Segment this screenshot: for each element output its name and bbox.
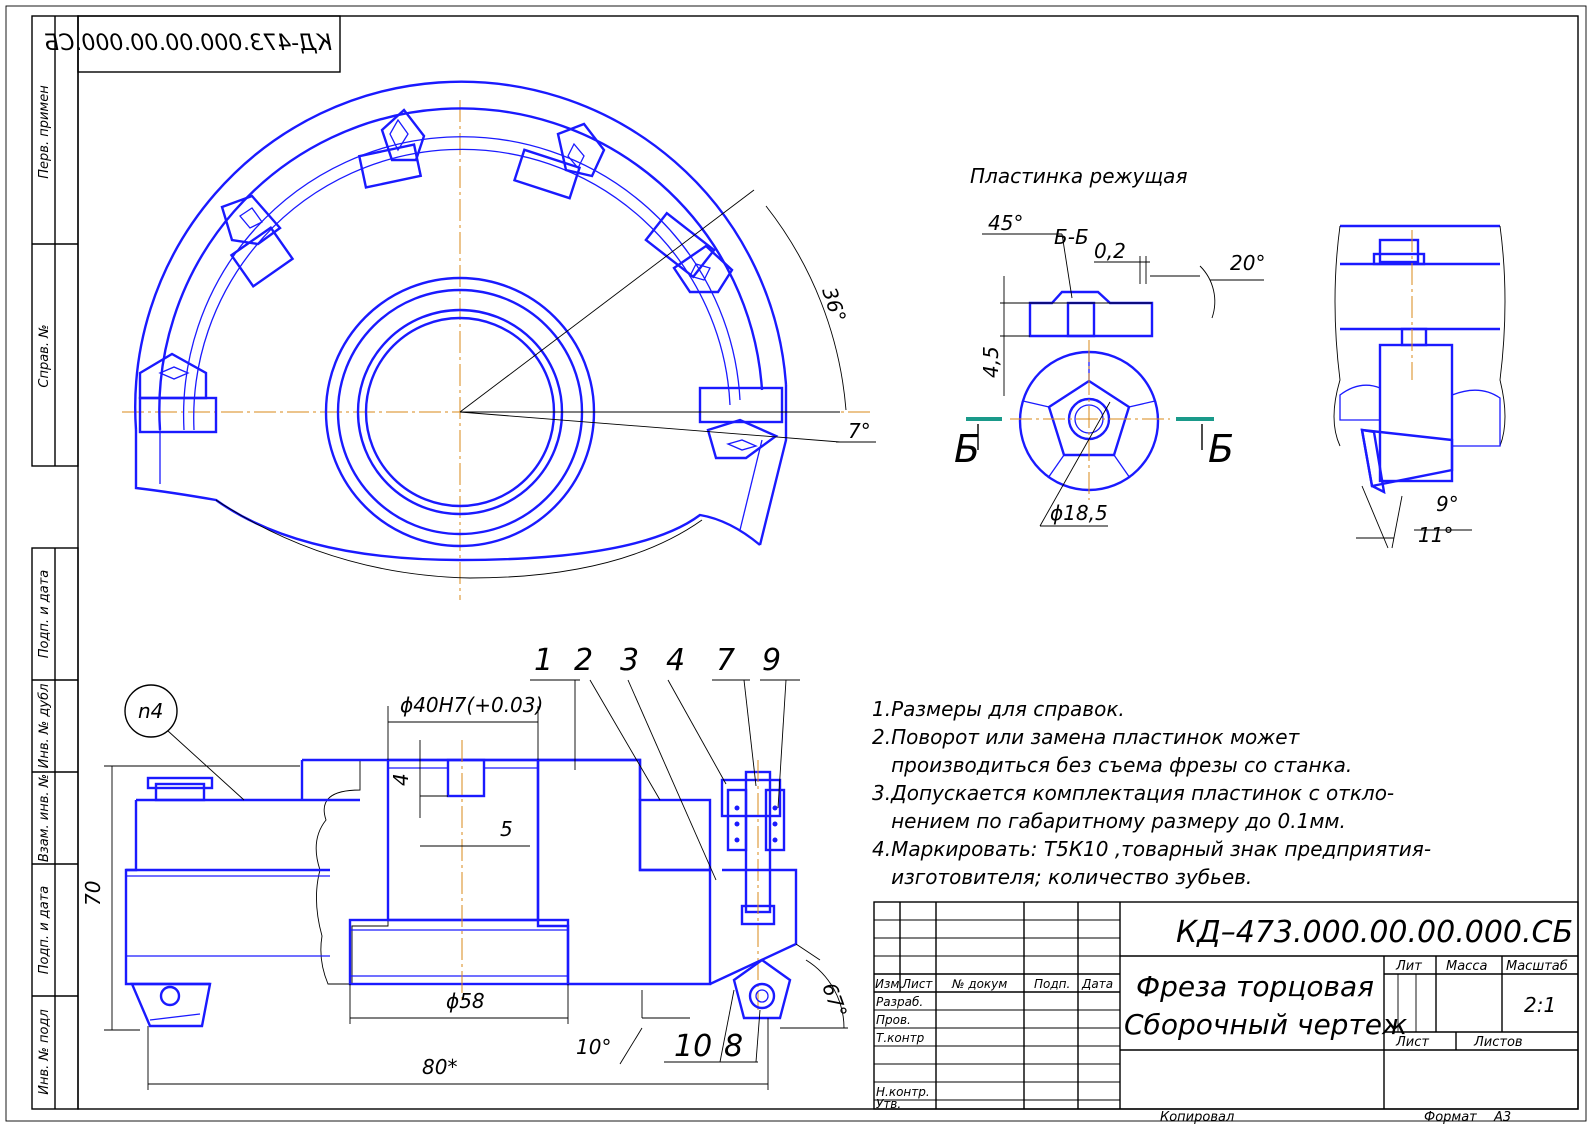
massa-label: Масса [1446, 959, 1487, 974]
callout-n4: n4 [138, 699, 163, 723]
note-3b: нением по габаритному размеру до 0.1мм. [872, 809, 1346, 833]
dim-45: 4,5 [979, 346, 1003, 378]
position-3: 3 [620, 643, 639, 678]
position-2: 2 [574, 643, 593, 678]
dim-angle-45: 45° [988, 211, 1023, 235]
insert-title: Пластинка режущая [970, 164, 1187, 188]
designation-mirrored-box: КД-473.000.00.00.000.СБ [44, 15, 341, 73]
list-label: Лист [1395, 1035, 1429, 1050]
note-4b: изготовителя; количество зубьев. [872, 865, 1252, 889]
lit-label: Лит [1395, 959, 1422, 974]
row-tkontr: Т.контр [876, 1031, 925, 1045]
row-razrab: Разраб. [876, 995, 923, 1009]
section-label: Б-Б [1054, 225, 1089, 249]
section-mark-left: Б [954, 427, 980, 471]
dim-angle-11: 11° [1418, 523, 1453, 547]
dim-angle-67: 67° [817, 980, 852, 1022]
position-10: 10 [674, 1029, 712, 1064]
plan-view: 36° 7° [122, 80, 876, 600]
dim-5: 5 [500, 817, 513, 841]
row-nkontr: Н.контр. [876, 1085, 930, 1099]
dim-angle-9: 9° [1436, 492, 1459, 516]
stamp-inv-podl: Инв. № подл [37, 1009, 52, 1095]
stamp-sprav-no: Справ. № [37, 324, 52, 387]
note-2: 2.Поворот или замена пластинок может [872, 725, 1301, 749]
row-utv: Утв. [876, 1097, 901, 1111]
col-podp: Подп. [1034, 977, 1070, 991]
detail-view: 9° 11° [1333, 224, 1506, 549]
col-doc: № докум [951, 977, 1007, 991]
stamp-vzam-inv: Взам. инв. № [37, 774, 52, 862]
front-view: 1 2 3 4 7 9 10 8 n4 70 ϕ40H7(+0.03) 4 5 … [81, 643, 852, 1090]
col-list: Лист [901, 977, 933, 991]
position-1: 1 [534, 643, 553, 678]
position-7: 7 [716, 643, 735, 678]
sheet-frame [5, 5, 1587, 1122]
format-value: А3 [1493, 1110, 1511, 1125]
listov-label: Листов [1473, 1035, 1523, 1050]
dim-dia-185: ϕ18,5 [1050, 501, 1108, 525]
dim-4: 4 [389, 773, 413, 786]
stamp-podp-data-1: Подп. и дата [37, 570, 52, 659]
technical-notes: 1.Размеры для справок. 2.Поворот или зам… [872, 697, 1431, 889]
dim-fit: ϕ40H7(+0.03) [400, 693, 543, 717]
row-prov: Пров. [876, 1013, 911, 1027]
stamp-podp-data-2: Подп. и дата [37, 886, 52, 975]
dim-dia-58: ϕ58 [446, 989, 485, 1013]
copied-label: Копировал [1160, 1110, 1234, 1125]
note-3: 3.Допускается комплектация пластинок с о… [872, 781, 1394, 805]
insert-views: Пластинка режущая 4,5 45° Б-Б 0,2 20° [954, 164, 1265, 527]
dim-02: 0,2 [1094, 239, 1126, 263]
stamp-inv-dubl: Инв. № дубл [37, 684, 52, 769]
title-designation: КД–473.000.00.00.000.СБ [1176, 915, 1573, 950]
dim-angle-7: 7° [848, 419, 871, 443]
scale-value: 2:1 [1524, 993, 1556, 1017]
note-2b: производиться без съема фрезы со станка. [872, 753, 1352, 777]
dim-80: 80* [422, 1055, 457, 1079]
col-izm: Изм. [875, 977, 903, 991]
stamp-perv-primen: Перв. примен [37, 85, 52, 179]
side-stamp: Перв. примен Справ. № Подп. и дата Инв. … [31, 15, 79, 1110]
format-label: Формат [1424, 1110, 1477, 1125]
note-4: 4.Маркировать: Т5К10 ,товарный знак пред… [872, 837, 1431, 861]
dim-70: 70 [81, 881, 105, 906]
dim-angle-10: 10° [576, 1035, 611, 1059]
position-4: 4 [666, 643, 685, 678]
position-9: 9 [762, 643, 781, 678]
dim-angle-20: 20° [1230, 251, 1265, 275]
position-8: 8 [724, 1029, 743, 1064]
title-block: КД–473.000.00.00.000.СБ Фреза торцовая С… [873, 901, 1579, 1111]
title-line-2: Сборочный чертеж [1124, 1008, 1407, 1041]
section-mark-right: Б [1208, 427, 1234, 471]
designation-mirrored: КД-473.000.00.00.000.СБ [44, 31, 332, 56]
masshtab-label: Масштаб [1506, 959, 1568, 974]
note-1: 1.Размеры для справок. [872, 697, 1125, 721]
col-data: Дата [1081, 977, 1113, 991]
dim-angle-36: 36° [817, 284, 851, 325]
title-line-1: Фреза торцовая [1136, 970, 1374, 1003]
